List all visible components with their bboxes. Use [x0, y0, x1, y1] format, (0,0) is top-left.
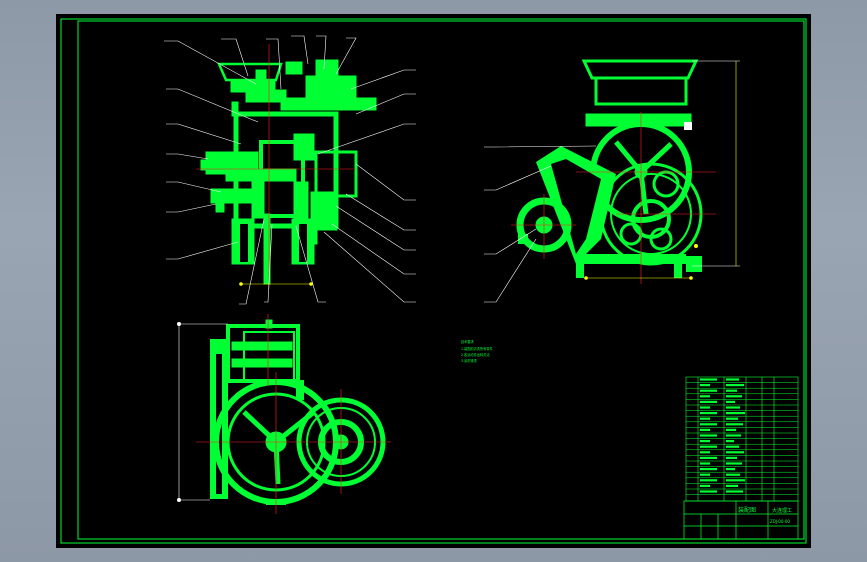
technical-note-1: 1.装配前清洗所有零件: [461, 346, 494, 351]
parts-list-entry-mark: [726, 440, 734, 443]
parts-list-entry-mark: [726, 484, 738, 487]
title-block-drawing-name: 装配图: [738, 506, 756, 514]
parts-list-entry-mark: [700, 389, 717, 392]
side-view-center-lines: [511, 112, 716, 284]
parts-list-entry-mark: [700, 484, 710, 487]
front-view: [200, 59, 377, 285]
parts-list-entry-mark: [700, 473, 710, 476]
parts-list-entry-mark: [700, 445, 717, 448]
parts-list-entry-mark: [726, 428, 736, 431]
top-view-center-lines: [196, 314, 391, 514]
parts-list-entry-mark: [700, 434, 717, 437]
parts-list-entry-mark: [726, 395, 742, 398]
technical-note-3: 3.涂防锈漆: [461, 358, 478, 363]
title-block: [683, 500, 799, 540]
parts-list-entry-mark: [726, 423, 743, 426]
parts-list-entry-mark: [700, 423, 717, 426]
parts-list: [685, 376, 799, 502]
parts-list-entry-mark: [726, 400, 735, 403]
technical-note-2: 2.各运动件运转灵活: [461, 352, 490, 357]
parts-list-entry-mark: [700, 456, 717, 459]
parts-list-entry-mark: [700, 468, 717, 471]
parts-list-entries: [700, 378, 745, 493]
top-view-dimension: [177, 322, 228, 502]
drawing-sheet: 技术要求 1.装配前清洗所有零件 2.各运动件运转灵活 3.涂防锈漆 装配图 大…: [56, 14, 811, 548]
parts-list-entry-mark: [700, 400, 717, 403]
parts-list-entry-mark: [700, 406, 710, 409]
parts-list-entry-mark: [700, 395, 710, 398]
outer-border: [60, 18, 807, 544]
parts-list-entry-mark: [726, 462, 742, 465]
parts-list-entry-mark: [726, 412, 745, 415]
parts-list-entry-mark: [726, 417, 738, 420]
parts-list-entry-mark: [700, 440, 710, 443]
parts-list-entry-mark: [700, 417, 710, 420]
front-view-leaders: [164, 35, 416, 305]
parts-list-entry-mark: [726, 479, 745, 482]
parts-list-entry-mark: [726, 456, 737, 459]
side-view-dimensions: [586, 60, 740, 279]
parts-list-rows: [686, 382, 798, 495]
parts-list-entry-mark: [700, 428, 710, 431]
parts-list-entry-mark: [726, 389, 737, 392]
cad-drawing: 技术要求 1.装配前清洗所有零件 2.各运动件运转灵活 3.涂防锈漆 装配图 大…: [60, 18, 807, 544]
parts-list-entry-mark: [700, 490, 717, 493]
parts-list-entry-mark: [726, 451, 744, 454]
title-block-drawing-no: ZDJ-00-00: [770, 519, 790, 524]
side-view-dim-markers: [584, 244, 698, 280]
title-block-school: 大连理工: [772, 507, 792, 514]
front-view-dimension: [239, 282, 313, 286]
parts-list-entry-mark: [700, 479, 717, 482]
inner-border: [77, 20, 805, 540]
parts-list-entry-mark: [700, 462, 710, 465]
parts-list-entry-mark: [700, 412, 717, 415]
front-view-center-lines: [196, 44, 356, 289]
side-view: [516, 59, 703, 278]
parts-list-entry-mark: [726, 378, 739, 381]
side-view-leaders: [484, 145, 597, 303]
technical-notes-heading: 技术要求: [461, 339, 475, 344]
parts-list-entry-mark: [726, 473, 740, 476]
parts-list-entry-mark: [726, 384, 744, 387]
parts-list-entry-mark: [726, 406, 740, 409]
parts-list-entry-mark: [700, 378, 717, 381]
technical-notes: 技术要求 1.装配前清洗所有零件 2.各运动件运转灵活 3.涂防锈漆: [461, 339, 494, 363]
parts-list-entry-mark: [726, 490, 743, 493]
parts-list-entry-mark: [726, 434, 741, 437]
parts-list-entry-mark: [700, 451, 710, 454]
parts-list-entry-mark: [700, 384, 710, 387]
parts-list-entry-mark: [726, 468, 735, 471]
parts-list-entry-mark: [726, 445, 739, 448]
top-view: [210, 319, 386, 505]
